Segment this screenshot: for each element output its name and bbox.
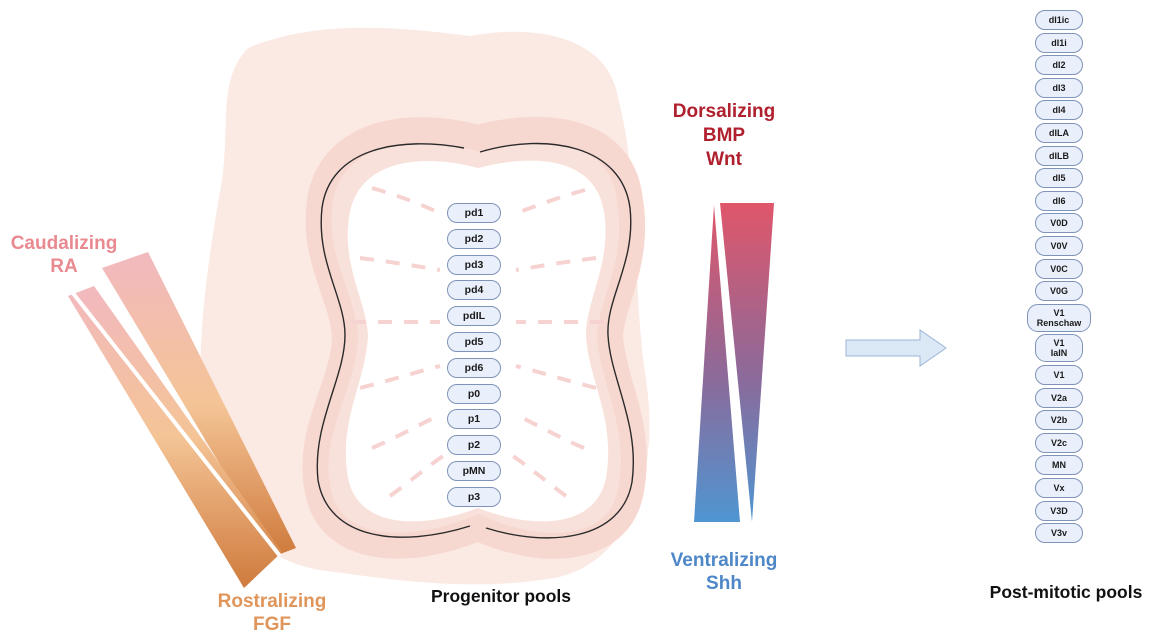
progenitor-domain-pill: pdIL xyxy=(447,306,501,326)
post-mitotic-pool-pill: dI5 xyxy=(1035,168,1083,188)
post-mitotic-pool-pill: dI4 xyxy=(1035,100,1083,120)
post-mitotic-pool-pill: dI6 xyxy=(1035,191,1083,211)
progenitor-domain-pill: pd3 xyxy=(447,255,501,275)
post-mitotic-pool-pill: V2b xyxy=(1035,410,1083,430)
post-mitotic-pool-pill: V2c xyxy=(1035,433,1083,453)
caudalizing-label: Caudalizing RA xyxy=(0,232,128,278)
progenitor-pools-caption: Progenitor pools xyxy=(410,586,592,607)
progenitor-domain-pill: p1 xyxy=(447,409,501,429)
post-mitotic-pool-pill: V2a xyxy=(1035,388,1083,408)
progenitor-domain-pill: pd6 xyxy=(447,358,501,378)
post-mitotic-pool-pill: MN xyxy=(1035,455,1083,475)
progenitor-domain-pill: pd4 xyxy=(447,280,501,300)
post-mitotic-pool-pill: dI1i xyxy=(1035,33,1083,53)
progenitor-domain-pill: pd2 xyxy=(447,229,501,249)
differentiation-arrow-icon xyxy=(846,330,946,366)
progenitor-domain-pill: pMN xyxy=(447,461,501,481)
post-mitotic-pool-pill: dI2 xyxy=(1035,55,1083,75)
progenitor-domain-pill: pd1 xyxy=(447,203,501,223)
post-mitotic-pool-pill: V1 IaIN xyxy=(1035,334,1083,362)
post-mitotic-pool-pill: dILB xyxy=(1035,146,1083,166)
post-mitotic-pool-pill: V0V xyxy=(1035,236,1083,256)
progenitor-domain-pill: p0 xyxy=(447,384,501,404)
progenitor-domain-pill: pd5 xyxy=(447,332,501,352)
post-mitotic-pool-pill: V3D xyxy=(1035,501,1083,521)
post-mitotic-pool-pill: Vx xyxy=(1035,478,1083,498)
post-mitotic-pool-pill: dI1ic xyxy=(1035,10,1083,30)
post-mitotic-pool-pill: V1 Renschaw xyxy=(1027,304,1091,332)
post-mitotic-pool-pill: V1 xyxy=(1035,365,1083,385)
post-mitotic-pool-pill: V0G xyxy=(1035,281,1083,301)
post-mitotic-pools-caption: Post-mitotic pools xyxy=(966,582,1165,603)
post-mitotic-pool-pill: dILA xyxy=(1035,123,1083,143)
post-mitotic-pool-pill: V0D xyxy=(1035,213,1083,233)
post-mitotic-pool-pill: V0C xyxy=(1035,259,1083,279)
post-mitotic-pool-pill: V3v xyxy=(1035,523,1083,543)
progenitor-domain-pill: p3 xyxy=(447,487,501,507)
rostralizing-label: Rostralizing FGF xyxy=(202,590,342,636)
post-mitotic-pool-pill: dI3 xyxy=(1035,78,1083,98)
ventralizing-label: Ventralizing Shh xyxy=(662,549,786,595)
progenitor-domain-pill: p2 xyxy=(447,435,501,455)
dorsalizing-label: Dorsalizing BMP Wnt xyxy=(668,100,780,172)
